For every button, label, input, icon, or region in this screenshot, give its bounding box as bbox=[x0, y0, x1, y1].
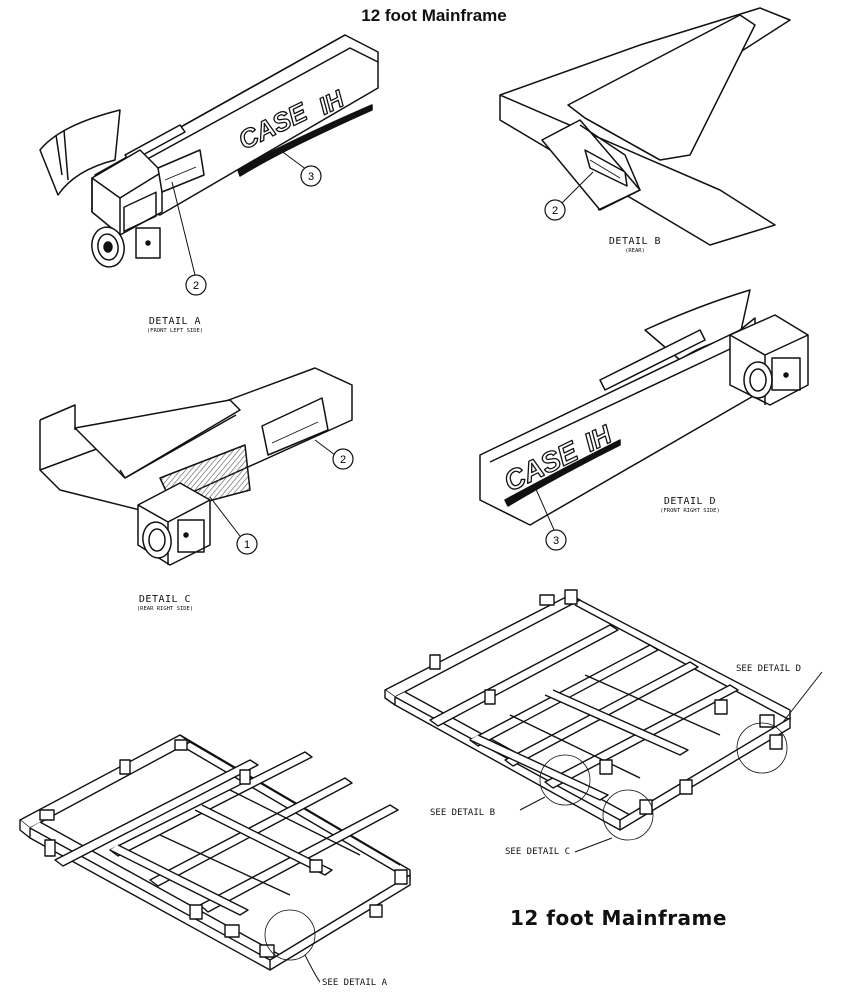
svg-text:1: 1 bbox=[244, 539, 250, 551]
detail-d-drawing: CASE IH bbox=[479, 289, 809, 533]
svg-text:2: 2 bbox=[340, 454, 346, 466]
detail-b-label: DETAIL B bbox=[608, 236, 662, 247]
detail-b-caption: DETAIL B (REAR) bbox=[580, 236, 690, 254]
callout-a-3: 3 bbox=[300, 165, 322, 187]
svg-text:2: 2 bbox=[552, 205, 558, 217]
callout-d-3: 3 bbox=[545, 529, 567, 551]
detail-c-label: DETAIL C bbox=[138, 594, 192, 605]
detail-b-sublabel: (REAR) bbox=[625, 248, 645, 254]
detail-a-drawing: CASE IH bbox=[39, 34, 379, 276]
detail-c-sublabel: (REAR RIGHT SIDE) bbox=[136, 606, 194, 612]
detail-d-caption: DETAIL D (FRONT RIGHT SIDE) bbox=[620, 496, 760, 514]
detail-a-sublabel: (FRONT LEFT SIDE) bbox=[146, 328, 204, 334]
see-detail-c: SEE DETAIL C bbox=[505, 847, 571, 857]
svg-text:2: 2 bbox=[193, 280, 199, 292]
callout-a-2: 2 bbox=[185, 274, 207, 296]
callout-c-1: 1 bbox=[236, 533, 258, 555]
detail-a-caption: DETAIL A (FRONT LEFT SIDE) bbox=[100, 316, 250, 334]
see-detail-b: SEE DETAIL B bbox=[430, 808, 496, 818]
page-title: 12 foot Mainframe bbox=[361, 6, 507, 25]
detail-c-drawing bbox=[39, 367, 353, 566]
mainframe-right bbox=[384, 589, 823, 853]
mainframe-left bbox=[19, 734, 411, 983]
detail-d-sublabel: (FRONT RIGHT SIDE) bbox=[660, 508, 720, 514]
svg-text:3: 3 bbox=[308, 171, 314, 183]
detail-b-drawing bbox=[499, 7, 791, 246]
detail-a-label: DETAIL A bbox=[148, 316, 202, 327]
see-detail-a: SEE DETAIL A bbox=[322, 978, 388, 988]
page-title-bottom: 12 foot Mainframe bbox=[510, 906, 727, 930]
see-detail-d: SEE DETAIL D bbox=[736, 664, 802, 674]
callout-c-2: 2 bbox=[332, 448, 354, 470]
detail-d-label: DETAIL D bbox=[663, 496, 717, 507]
svg-text:3: 3 bbox=[553, 535, 559, 547]
detail-c-caption: DETAIL C (REAR RIGHT SIDE) bbox=[90, 594, 240, 612]
callout-b-2: 2 bbox=[544, 199, 566, 221]
